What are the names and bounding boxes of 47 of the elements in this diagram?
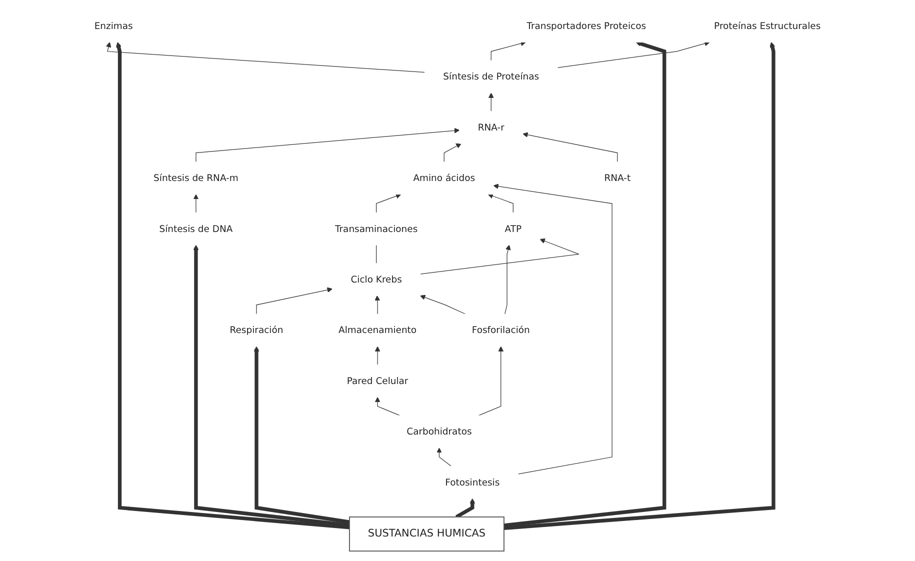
arrow bbox=[557, 40, 710, 68]
node-text: Respiración bbox=[230, 324, 284, 336]
arrow bbox=[488, 193, 514, 214]
arrow bbox=[193, 244, 350, 528]
arrow bbox=[490, 40, 526, 61]
node-text: Síntesis de DNA bbox=[159, 223, 233, 234]
node-text: Proteínas Estructurales bbox=[714, 20, 821, 32]
arrow bbox=[455, 498, 476, 519]
arrow bbox=[504, 42, 776, 530]
node-text: Enzimas bbox=[94, 20, 133, 32]
node-text: Transaminaciones bbox=[334, 223, 418, 234]
node-text: Carbohidratos bbox=[406, 426, 472, 438]
node-box bbox=[349, 516, 504, 552]
node-text: RNA-r bbox=[478, 122, 504, 133]
node-text: Fosforilación bbox=[472, 324, 530, 336]
node-text: Ciclo Krebs bbox=[350, 274, 402, 285]
arrow bbox=[488, 92, 494, 112]
arrow bbox=[374, 295, 380, 314]
arrow bbox=[522, 132, 618, 162]
node-text: Síntesis de RNA-m bbox=[154, 172, 238, 184]
node-text: RNA-t bbox=[604, 172, 631, 184]
connector bbox=[376, 244, 377, 264]
arrow bbox=[504, 244, 511, 314]
arrow bbox=[504, 41, 666, 528]
arrow bbox=[444, 143, 462, 162]
arrow bbox=[256, 287, 333, 314]
node-text: Almacenamiento bbox=[338, 324, 417, 336]
arrow bbox=[196, 128, 460, 162]
arrow bbox=[478, 346, 504, 416]
arrow bbox=[376, 193, 402, 214]
arrow bbox=[254, 346, 350, 524]
arrow bbox=[493, 184, 612, 474]
arrow bbox=[420, 294, 466, 314]
node-text: Amino ácidos bbox=[413, 172, 476, 184]
node-text: Pared Celular bbox=[346, 375, 408, 386]
node-text: Síntesis de Proteínas bbox=[443, 71, 540, 82]
arrow bbox=[193, 194, 199, 214]
flow-diagram: Enzimas Transportadores Proteicos Proteínas Estructurales Síntesis de Proteínas RNA-r Síntesis de RNA-m Amino ácidos RNA-t Síntesis de DNA Transaminaciones ATP Ciclo Krebs Respiración Almacenamiento Fosforilación Pared Celular Carbohidratos Fotosintesis SUSTANCIAS HUMICAS bbox=[71, 5, 844, 556]
arrow bbox=[374, 346, 380, 366]
arrow bbox=[116, 42, 350, 530]
node-text: ATP bbox=[504, 223, 522, 234]
arrow bbox=[420, 238, 580, 274]
arrow bbox=[374, 396, 400, 416]
node-text: Fotosintesis bbox=[445, 476, 500, 488]
arrow bbox=[436, 448, 452, 467]
arrow bbox=[106, 42, 426, 73]
node-text: Transportadores Proteicos bbox=[526, 20, 646, 32]
